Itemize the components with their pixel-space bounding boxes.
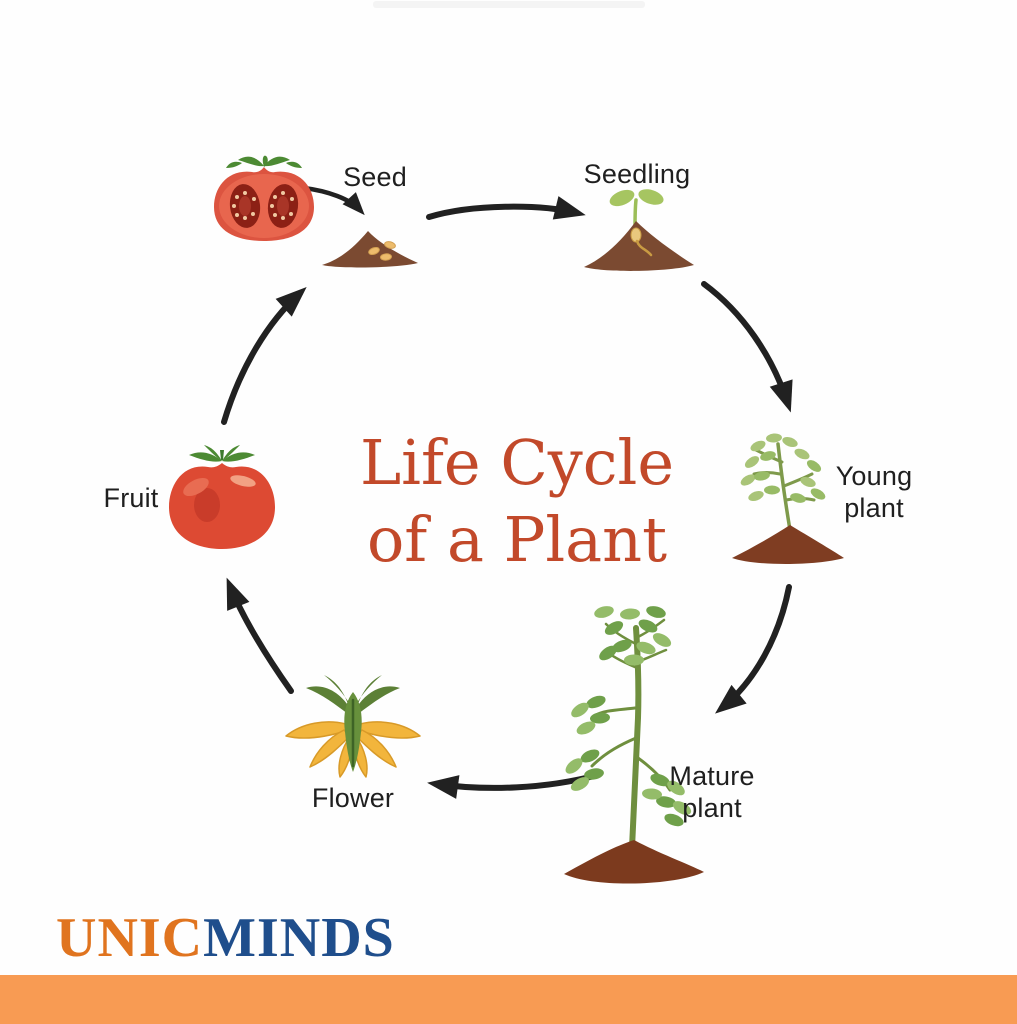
arrow-fruit-to-seed xyxy=(221,286,307,425)
flower-icon xyxy=(285,675,421,778)
diagram-title: Life Cycle of a Plant xyxy=(300,424,734,578)
unicminds-logo: UNICMINDS xyxy=(56,906,395,970)
fruit-tomato-icon xyxy=(169,445,275,549)
arrow-young-plant-to-mature-plant xyxy=(715,584,792,714)
label-mature-plant: Mature plant xyxy=(669,761,755,823)
label-fruit: Fruit xyxy=(103,483,159,513)
young-plant-icon xyxy=(732,433,844,564)
title-line-1: Life Cycle xyxy=(359,426,675,499)
logo-part-minds: MINDS xyxy=(203,907,395,969)
label-seedling: Seedling xyxy=(583,159,691,189)
title-line-2: of a Plant xyxy=(366,503,667,576)
arrow-seedling-to-young-plant xyxy=(701,281,793,413)
seedling-icon xyxy=(584,189,694,271)
label-young-plant: Young plant xyxy=(835,461,913,523)
mature-plant-icon xyxy=(564,606,704,884)
arrow-tomato-to-seed xyxy=(301,185,365,216)
arrow-seed-to-seedling xyxy=(426,196,586,220)
top-decoration-bar xyxy=(373,1,645,8)
label-flower: Flower xyxy=(311,783,395,813)
logo-part-unic: UNIC xyxy=(56,907,204,969)
seed-mound-icon xyxy=(322,231,418,268)
arrow-flower-to-fruit xyxy=(226,577,294,694)
bottom-orange-bar xyxy=(0,975,1017,1024)
cut-tomato-icon xyxy=(214,155,314,241)
label-seed: Seed xyxy=(343,162,407,192)
